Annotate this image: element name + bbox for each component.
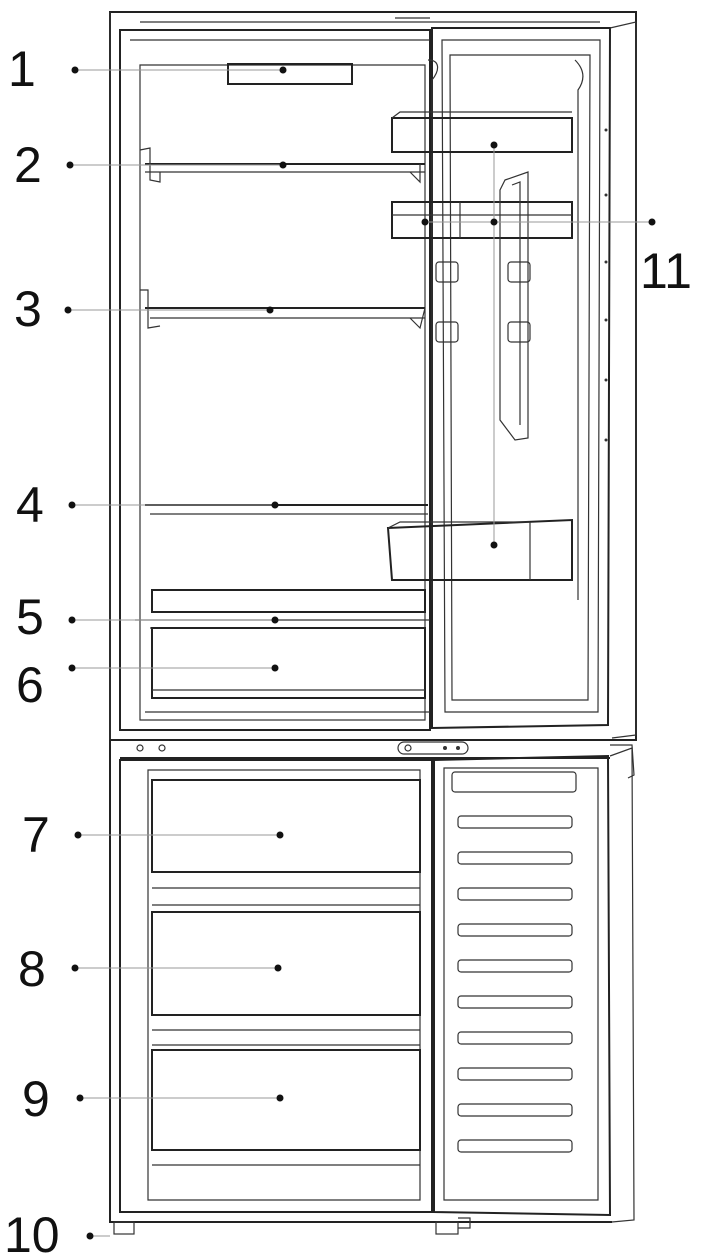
- vent-slot: [457, 1067, 573, 1081]
- label-4: 4: [16, 477, 44, 533]
- freezer-cabinet: [119, 759, 433, 1213]
- label-5: 5: [16, 589, 44, 645]
- compartment-divider: [110, 739, 610, 759]
- label-11: 11: [640, 243, 692, 299]
- label-8: 8: [18, 941, 46, 997]
- crisper-cover: [135, 589, 430, 629]
- label-1: 1: [8, 41, 36, 97]
- light-cover: [227, 63, 353, 85]
- freezer-drawer-bottom: [151, 1049, 421, 1166]
- door-bottle-rack: [435, 171, 531, 441]
- label-7: 7: [22, 807, 50, 863]
- shelf-middle: [140, 289, 426, 330]
- fridge-door: [427, 21, 637, 739]
- freezer-drawer-top: [151, 779, 421, 906]
- vent-slot: [457, 959, 573, 973]
- vent-slot: [457, 1031, 573, 1045]
- cabinet-outline: [109, 11, 637, 1223]
- vent-slot: [457, 995, 573, 1009]
- vent-slot: [457, 923, 573, 937]
- label-10: 10: [4, 1207, 60, 1257]
- label-3: 3: [14, 281, 42, 337]
- door-shelf-bottom: [386, 518, 573, 581]
- label-9: 9: [22, 1071, 50, 1127]
- door-shelf-top: [391, 111, 573, 153]
- leader-dots: [64, 66, 656, 1240]
- shelf-lower: [145, 504, 428, 515]
- vent-slot: [457, 1139, 573, 1153]
- adjustable-feet: [113, 1217, 471, 1235]
- label-2: 2: [14, 137, 42, 193]
- vent-slot: [457, 851, 573, 865]
- freezer-door: [433, 744, 635, 1223]
- leader-lines: [68, 69, 652, 1237]
- vent-slot: [457, 815, 573, 829]
- vent-slot: [457, 1103, 573, 1117]
- label-6: 6: [16, 657, 44, 713]
- freezer-drawer-middle: [151, 911, 421, 1046]
- door-shelf-middle: [391, 201, 573, 239]
- crisper-drawer: [145, 627, 430, 713]
- vent-slot: [457, 887, 573, 901]
